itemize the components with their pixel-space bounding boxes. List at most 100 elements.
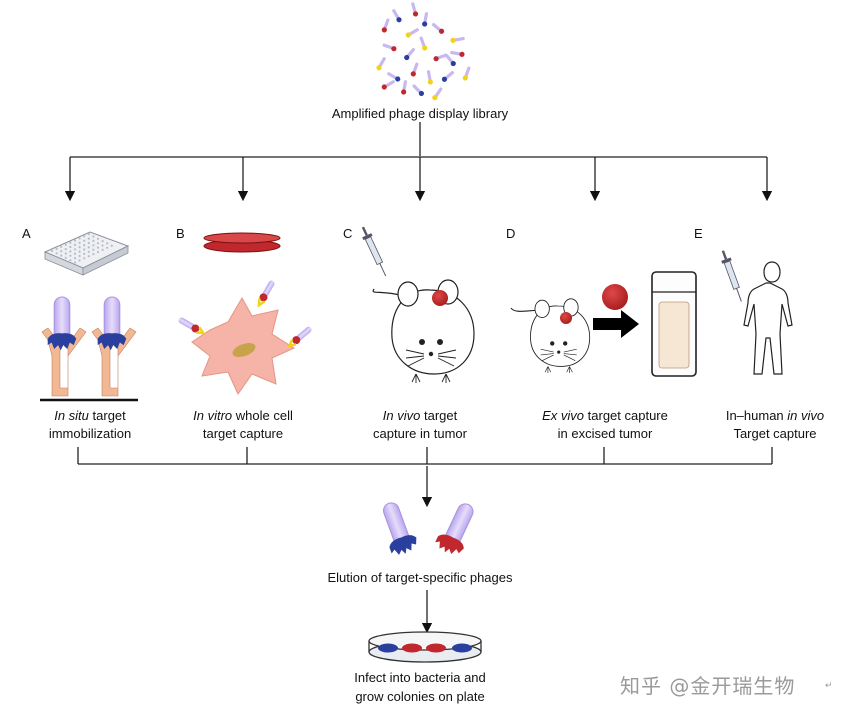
well [64,256,67,259]
library-phage-head [396,17,402,23]
infect-label: Infect into bacteria and grow colonies o… [320,668,520,706]
well [60,245,63,248]
library-phage-head [450,37,456,43]
library-phage-body [402,80,408,92]
library-phage-head [422,45,428,51]
culture-dish-top [203,232,281,244]
cell-phage [257,280,275,308]
eluted-phage-blue [374,497,421,559]
well [87,233,90,236]
library-phage-head [462,75,468,81]
caption-c-line1: In vivo target [382,408,458,423]
well [64,252,67,255]
well [73,257,77,260]
branch-letter-a: A [22,226,31,241]
library-phage-head [422,21,428,27]
well [78,254,81,258]
library-phage [431,23,445,34]
library-phage-body [444,71,455,80]
branch-b-illustration [178,232,312,396]
cell-phage-ligand [196,326,206,335]
transfer-arrow [593,310,639,338]
library-phage-body [436,53,448,60]
library-phage-body [419,36,426,48]
caption-b: In vitro whole cell target capture [168,407,318,443]
cell-phage-body [296,326,312,341]
eluted-phages [374,497,483,560]
vial-tissue [658,301,690,369]
library-phage [441,71,455,82]
caption-a: In situ target immobilization [20,407,160,443]
caption-d: Ex vivo target capture in excised tumor [525,407,685,443]
caption-b-line1: In vitro whole cell [193,408,293,423]
well [87,250,90,253]
well [73,248,77,251]
well [69,254,72,257]
well [96,250,100,254]
library-phage-head [450,60,456,67]
well [83,248,86,251]
cell-phage-head [191,324,200,333]
bound-phage [97,296,127,351]
well [73,239,77,242]
library-phage [376,57,386,71]
library-phage-body [431,23,442,32]
well [69,245,72,249]
elution-label: Elution of target-specific phages [327,570,513,585]
library-phage [392,9,402,23]
library-phage-body [383,18,390,30]
well [83,257,86,260]
library-phage [422,12,429,27]
well [69,259,72,262]
library-phage-head [391,46,397,52]
library-phage [411,2,419,17]
library-phage [405,28,419,38]
cell-phage-body [262,280,275,297]
caption-d-line2: in excised tumor [557,426,653,441]
infect-line1: Infect into bacteria and [354,670,486,685]
library-phage-head [459,51,465,57]
library-phage-body [412,62,419,74]
well [83,239,86,242]
branch-letter-d: D [506,226,516,241]
caption-a-line1: In situ target [54,408,126,423]
caption-b-line2: target capture [202,426,284,441]
well [55,247,58,250]
well [110,244,113,247]
mouse-tail-c [372,288,401,296]
library-phage-body [378,57,386,68]
cell-phage-head [292,336,301,345]
bacterial-colony [426,643,446,653]
well [96,246,100,249]
cell-nucleus [232,343,256,357]
library-phage [410,62,419,77]
library-phage [387,72,401,82]
branch-letter-c: C [343,226,353,241]
well [69,250,72,253]
well [83,235,86,238]
well [92,239,95,242]
corner-mark: ↵ [825,680,833,690]
library-phage-head [404,54,410,61]
well [60,254,63,257]
library-label: Amplified phage display library [331,106,509,121]
well [87,237,90,240]
library-phage-head [412,11,419,17]
eluted-phage-red [432,497,483,560]
library-phage [381,80,395,90]
library-phage-head [418,90,425,97]
bacterial-colony [452,643,472,653]
well [101,244,104,247]
well [96,242,100,245]
mouse-d [530,298,591,374]
library-phage-body [387,72,398,80]
library-phage-body [464,66,471,78]
well [101,248,104,251]
library-phage [404,47,415,61]
library-phage-head [395,76,401,82]
well [64,248,67,251]
well [96,237,100,240]
well [87,255,90,258]
